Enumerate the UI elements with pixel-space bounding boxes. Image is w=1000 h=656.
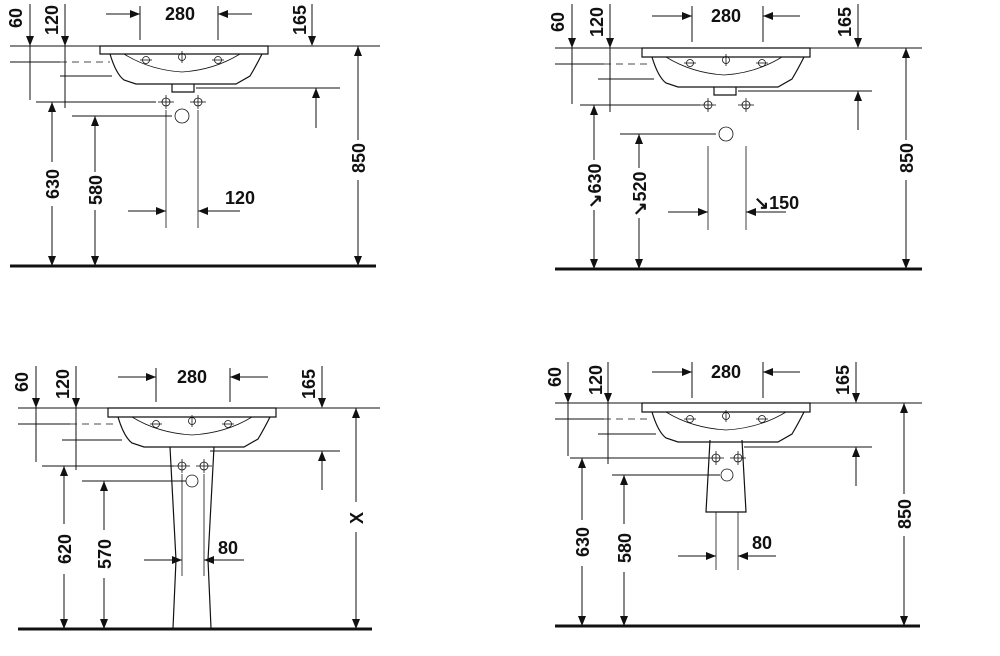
dim-supply-height: ↘520 <box>630 171 650 216</box>
dimension-arrows <box>564 368 908 626</box>
semi-pedestal <box>705 439 747 513</box>
dim-supply-spacing: 80 <box>218 538 238 558</box>
dim-bowl-depth: 165 <box>290 5 310 35</box>
extension-lines <box>18 366 380 490</box>
dim-supply-height: 580 <box>615 533 635 563</box>
dimension-labels: 280 80 60 120 165 850 630 580 <box>545 362 915 563</box>
dim-tap-spacing: 280 <box>711 362 741 382</box>
dim-supply-spacing: 120 <box>225 188 255 208</box>
tap-holes <box>140 51 224 64</box>
dim-waste-height: 630 <box>43 169 63 199</box>
view-wall-mounted-siphon-150: 280 ↘150 60 120 165 850 ↘630 ↘520 <box>548 4 922 271</box>
dim-tap-spacing: 280 <box>165 4 195 24</box>
dim-tap-hole-offset: 120 <box>586 365 606 395</box>
extension-lines <box>555 362 922 486</box>
dim-waste-height: 630 <box>573 527 593 557</box>
dim-tap-spacing: 280 <box>711 6 741 26</box>
view-with-semi-pedestal: 280 80 60 120 165 850 630 580 <box>545 362 922 628</box>
dim-rim-height: 850 <box>895 499 915 529</box>
dim-tap-hole-offset: 120 <box>587 7 607 37</box>
dim-bowl-depth: 165 <box>299 369 319 399</box>
dim-overflow-depth: 60 <box>548 12 568 32</box>
dimension-arrows <box>32 373 360 629</box>
dim-supply-height: 570 <box>95 539 115 569</box>
pedestal <box>169 446 215 629</box>
dim-supply-spacing: ↘150 <box>754 193 799 213</box>
dim-overflow-depth: 60 <box>545 367 565 387</box>
basin-outline <box>99 45 269 93</box>
dim-bowl-depth: 165 <box>835 7 855 37</box>
dimension-arrows <box>568 12 910 269</box>
supply-points <box>174 459 212 576</box>
dim-rim-height: X <box>347 512 367 524</box>
supply-points <box>158 95 206 228</box>
tap-holes <box>150 415 234 428</box>
dim-waste-height: 620 <box>55 534 75 564</box>
dimension-labels: 280 120 60 120 165 850 630 580 <box>6 4 369 208</box>
extension-lines <box>10 4 380 128</box>
dim-rim-height: 850 <box>897 143 917 173</box>
dim-overflow-depth: 60 <box>12 372 32 392</box>
dim-overflow-depth: 60 <box>6 8 26 28</box>
basin-outline <box>641 47 811 96</box>
dim-rim-height: 850 <box>349 143 369 173</box>
dim-tap-hole-offset: 120 <box>42 5 62 35</box>
supply-points <box>708 451 746 570</box>
dim-tap-hole-offset: 120 <box>53 369 73 399</box>
supply-points <box>700 98 754 230</box>
extension-lines <box>555 4 922 135</box>
dim-waste-height: ↘630 <box>585 163 605 208</box>
tap-holes <box>684 410 768 423</box>
dim-supply-height: 580 <box>86 175 106 205</box>
view-wall-mounted-siphon-120: 280 120 60 120 165 850 630 580 <box>6 4 380 268</box>
dimension-labels: 280 80 60 120 165 X 620 570 <box>12 367 367 569</box>
dimension-labels: 280 ↘150 60 120 165 850 ↘630 ↘520 <box>548 6 917 217</box>
basin-outline <box>641 402 811 443</box>
dimension-arrows <box>26 10 362 266</box>
view-with-pedestal: 280 80 60 120 165 X 620 570 <box>12 366 380 631</box>
dim-tap-spacing: 280 <box>177 367 207 387</box>
dim-supply-spacing: 80 <box>752 533 772 553</box>
tap-holes <box>684 54 768 67</box>
dim-bowl-depth: 165 <box>833 365 853 395</box>
basin-outline <box>107 407 277 448</box>
